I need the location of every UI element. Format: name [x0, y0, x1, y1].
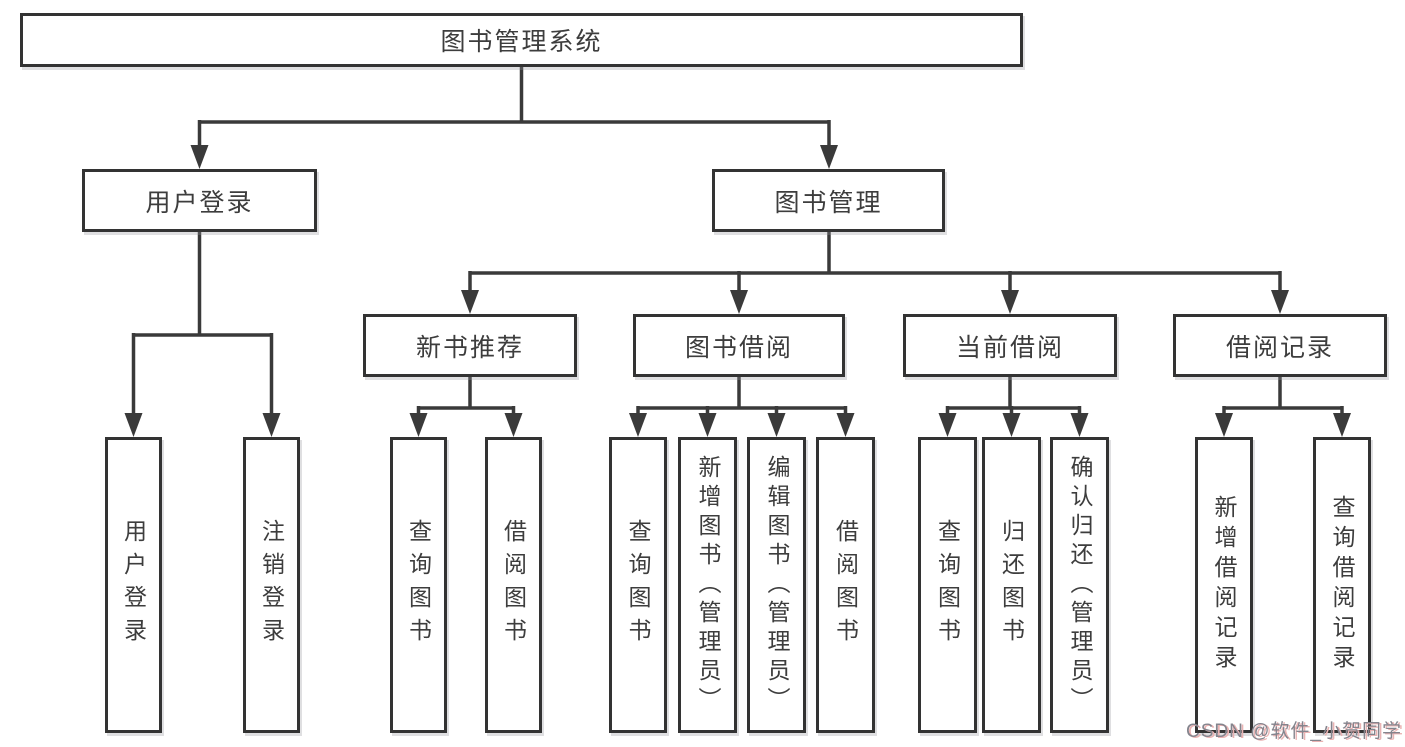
- csdn-watermark: CSDN @软件_小贺同学: [1186, 721, 1402, 742]
- leaf-query-borrow-record: 查询借阅记录: [1313, 437, 1371, 733]
- node-library-management-system: 图书管理系统: [20, 13, 1023, 67]
- leaf-query-books-borrow: 查询图书: [609, 437, 667, 733]
- arrowheads: [124, 145, 1351, 437]
- leaf-logout: 注销登录: [243, 437, 300, 733]
- leaf-add-books-admin: 新增图书（管理员）: [678, 437, 737, 733]
- leaf-add-borrow-record: 新增借阅记录: [1195, 437, 1253, 733]
- leaf-borrow-books-recommend: 借阅图书: [485, 437, 542, 733]
- leaf-query-books-current: 查询图书: [918, 437, 977, 733]
- node-book-borrowing: 图书借阅: [633, 314, 845, 377]
- leaf-borrow-books: 借阅图书: [816, 437, 875, 733]
- leaf-edit-books-admin: 编辑图书（管理员）: [747, 437, 806, 733]
- node-borrowing-records: 借阅记录: [1173, 314, 1387, 377]
- leaf-return-books: 归还图书: [982, 437, 1041, 733]
- node-user-login: 用户登录: [82, 169, 317, 232]
- leaf-confirm-return-admin: 确认归还（管理员）: [1050, 437, 1109, 733]
- leaf-user-login: 用户登录: [105, 437, 162, 733]
- node-new-book-recommend: 新书推荐: [363, 314, 577, 377]
- leaf-query-books-recommend: 查询图书: [390, 437, 447, 733]
- node-current-borrowing: 当前借阅: [903, 314, 1117, 377]
- node-book-management: 图书管理: [712, 169, 945, 232]
